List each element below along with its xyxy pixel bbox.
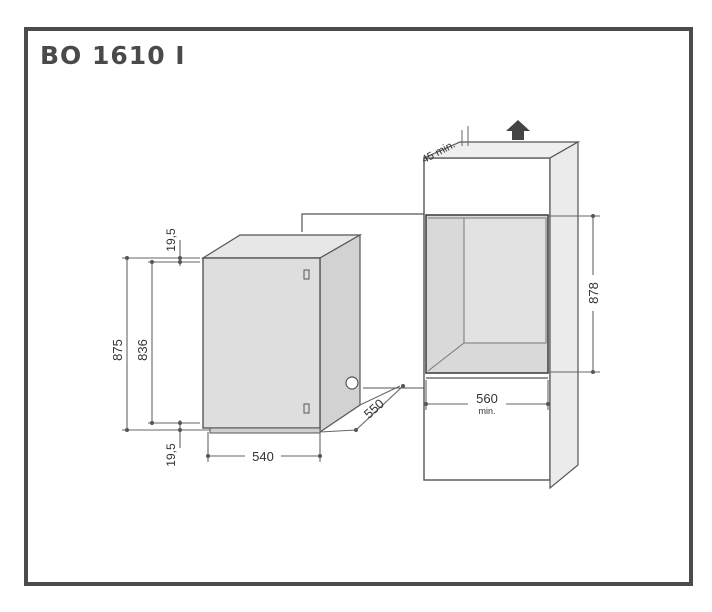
power-connector-icon (345, 376, 359, 390)
appliance-drawing (200, 233, 363, 434)
dim-height-door: 836 (135, 339, 150, 361)
appliance-dimension-ticks (125, 256, 405, 458)
model-title: BO 1610 I (40, 41, 186, 70)
cabinet-dimension-ticks (424, 214, 595, 406)
appliance-door (202, 257, 321, 429)
dim-top-gap: 19,5 (164, 228, 178, 252)
dim-height-total: 875 (110, 339, 125, 361)
hinge-top-icon (303, 269, 310, 280)
dim-niche-width-qualifier: min. (478, 406, 495, 416)
cabinet-drawing (301, 120, 581, 490)
ventilation-arrow-icon (506, 120, 530, 140)
dim-bottom-gap: 19,5 (164, 443, 178, 467)
dim-depth: 550 (361, 396, 387, 422)
dim-niche-width: 560 (476, 391, 498, 406)
dim-width: 540 (252, 449, 274, 464)
dim-niche-height: 878 (586, 282, 601, 304)
hinge-bottom-icon (303, 403, 310, 414)
